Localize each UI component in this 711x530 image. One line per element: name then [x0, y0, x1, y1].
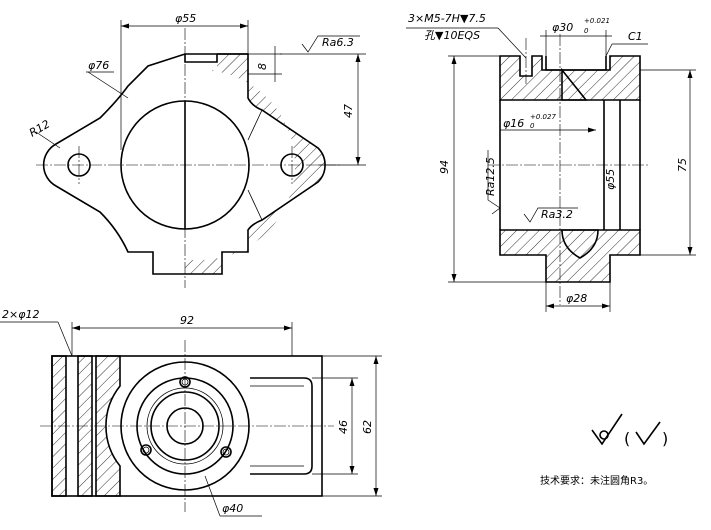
- side-thread-note-1: 3×M5-7H▼7.5: [408, 12, 486, 25]
- front-left-lug-hole: [67, 153, 91, 177]
- top-tapped-hole-3: [220, 446, 232, 458]
- top-flange-circle: [136, 377, 234, 475]
- side-c1-label: C1: [628, 30, 643, 43]
- side-bottom-wall: [499, 229, 641, 283]
- side-ra125-symbol: [487, 150, 501, 215]
- roughness-other-symbol: [635, 421, 661, 446]
- top-view: 2×φ12 92 46 62 φ40: [0, 308, 382, 517]
- roughness-paren-open: (: [624, 429, 630, 448]
- top-phi40-label: φ40: [222, 502, 243, 515]
- side-phi16-tol-lower: 0: [530, 122, 535, 130]
- side-top-wall: [499, 55, 641, 101]
- side-thread-note-2: 孔▼10EQS: [424, 29, 480, 42]
- side-phi55-label: φ55: [604, 169, 617, 190]
- top-left-hatch-2: [77, 355, 93, 497]
- top-tapped-hole-3-inner: [222, 448, 230, 456]
- side-phi16-tol-upper: +0.027: [530, 113, 556, 121]
- front-body-outline: [42, 53, 326, 275]
- top-left-hatch-3: [95, 355, 121, 497]
- top-46-label: 46: [337, 420, 350, 434]
- notes: ( ) 技术要求：未注圆角R3。: [540, 413, 668, 487]
- side-phi16-arrow: [588, 127, 596, 133]
- front-r12-label: R12: [27, 118, 52, 140]
- side-view: 3×M5-7H▼7.5 孔▼10EQS φ30 +0.021 0 C1 φ16 …: [406, 12, 696, 312]
- side-phi30-tol-upper: +0.021: [584, 17, 610, 25]
- top-right-recess: [250, 377, 313, 475]
- side-top-counterbore: [545, 56, 607, 71]
- side-phi28-arrows: [546, 303, 610, 309]
- top-tapped-hole-2: [140, 444, 152, 456]
- top-phi40-leader: [204, 475, 221, 517]
- side-phi30-label: φ30: [552, 21, 573, 34]
- side-ra125-label: Ra12.5: [484, 157, 497, 196]
- top-tapped-hole-2-inner: [142, 446, 150, 454]
- top-left-hatch-1: [51, 355, 67, 497]
- front-section-hatch: [185, 54, 326, 274]
- side-bottom-hole: [561, 229, 599, 259]
- top-bore-circle: [166, 407, 204, 445]
- top-tapped-hole-1-inner: [181, 378, 189, 386]
- roughness-paren-close: ): [662, 429, 668, 448]
- front-8-label: 8: [256, 63, 269, 70]
- front-r12-leader: [35, 131, 61, 149]
- side-phi16-label: φ16: [503, 117, 524, 130]
- technical-requirements: 技术要求：未注圆角R3。: [540, 474, 653, 487]
- side-75-label: 75: [676, 158, 689, 172]
- roughness-unmachined-symbol: [591, 413, 623, 446]
- side-phi30-tol-lower: 0: [584, 27, 589, 35]
- front-47-label: 47: [342, 104, 355, 118]
- side-thread-leader: [497, 27, 527, 59]
- top-counterbore-circle: [150, 391, 220, 461]
- front-phi55-label: φ55: [175, 12, 196, 25]
- top-92-label: 92: [180, 314, 194, 327]
- front-view: φ55 φ76 R12 Ra6.3 8 47: [27, 12, 366, 288]
- side-ra32-label: Ra3.2: [541, 208, 573, 221]
- top-2xphi12-label: 2×φ12: [2, 308, 39, 321]
- top-thread-circle: [146, 387, 224, 465]
- front-right-lug-hole: [280, 153, 304, 177]
- top-62-label: 62: [361, 420, 374, 434]
- side-ra32-symbol: [523, 207, 578, 223]
- front-ra63-symbol: [301, 35, 360, 53]
- side-top-hole: [561, 67, 588, 101]
- top-outer-circle: [120, 361, 250, 491]
- front-phi76-leader: [87, 71, 129, 99]
- front-web-lines: [247, 109, 263, 221]
- side-phi28-label: φ28: [566, 292, 587, 305]
- side-94-label: 94: [438, 160, 451, 174]
- front-top-boss: [184, 54, 218, 63]
- top-2xphi12-leader: [57, 321, 73, 357]
- front-phi76-label: φ76: [88, 59, 109, 72]
- top-tapped-hole-1: [179, 376, 191, 388]
- side-c1-leader: [605, 43, 613, 57]
- front-ra63-label: Ra6.3: [322, 36, 354, 49]
